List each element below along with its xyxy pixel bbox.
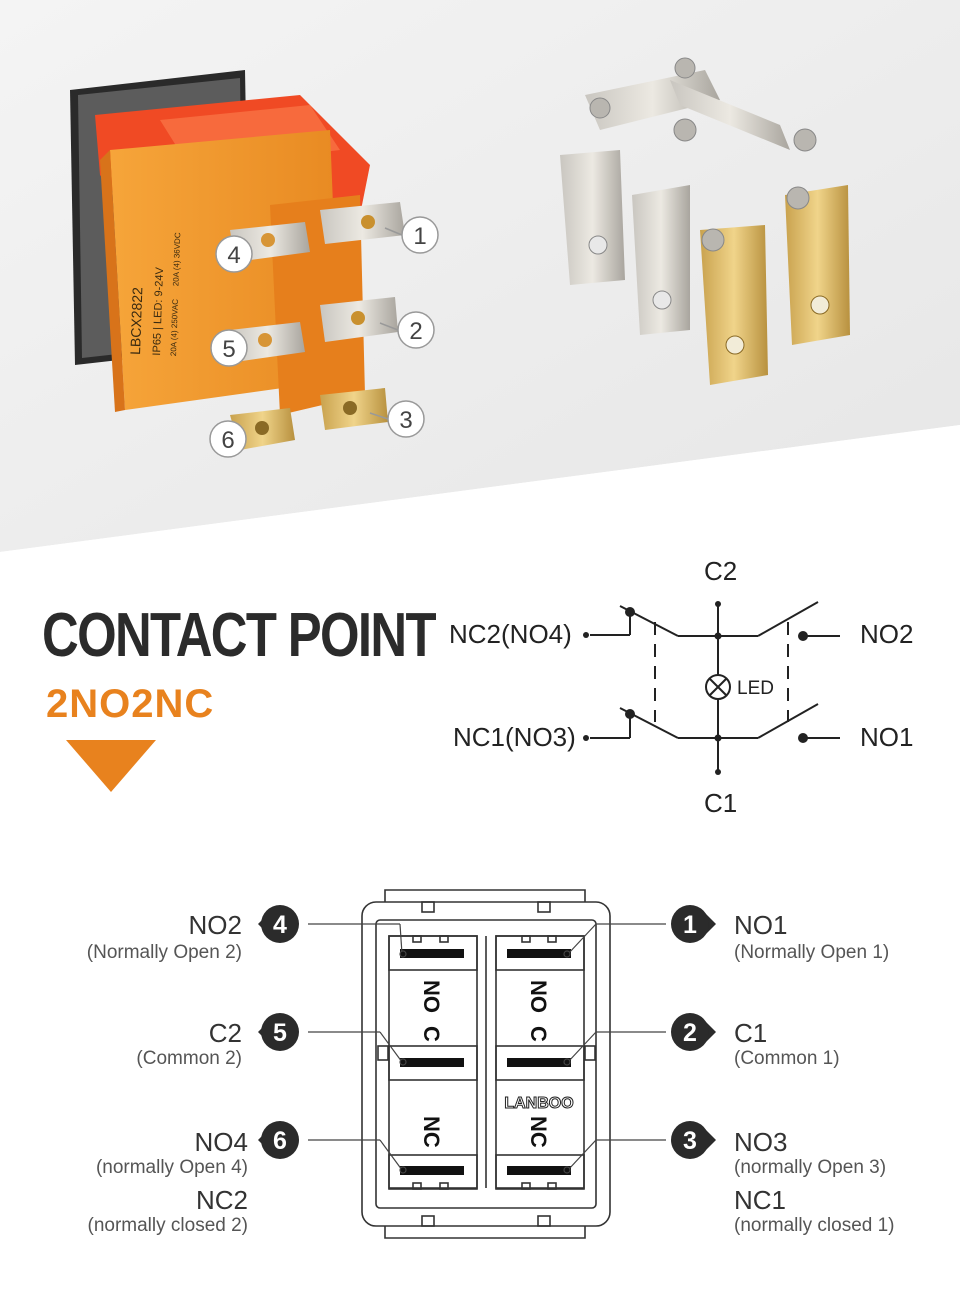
pin-5-name: C2 [208,1018,242,1048]
slot-label-no-left: NO [419,980,444,1013]
pin-6-alt-name: NC2 [195,1185,248,1215]
schematic-label-nc1-no3: NC1(NO3) [453,722,576,752]
svg-text:6: 6 [221,427,234,454]
pin-5-desc: (Common 2) [136,1048,242,1069]
section-title: CONTACT POINT [42,601,437,670]
contact-type-label: 2NO2NC [46,682,215,726]
pin-3-alt-desc: (normally closed 1) [734,1215,895,1236]
pin-2-name: C1 [734,1018,768,1048]
svg-text:2: 2 [409,318,422,345]
pin-2-desc: (Common 1) [734,1048,840,1069]
badge-5: 5 [273,1019,287,1047]
led-label: LED [737,678,774,699]
down-arrow-icon [66,740,156,792]
slot-label-c-right: C [526,1026,551,1042]
pin-3-alt-name: NC1 [734,1185,787,1215]
switch-rating-ac: 20A (4) 250VAC [169,299,180,357]
badge-1: 1 [683,911,697,939]
brand-logo: LANBOO [504,1095,573,1112]
svg-text:3: 3 [399,407,412,434]
photo-callout-4: 4 [215,235,253,273]
badge-4: 4 [273,911,287,939]
photo-callout-1: 1 [384,216,439,254]
schematic-label-c1: C1 [704,788,738,818]
badge-2: 2 [683,1019,697,1047]
pin-6-desc: (normally Open 4) [95,1157,248,1178]
schematic-label-c2: C2 [704,556,738,586]
slot-label-nc-left: NC [419,1116,444,1148]
pin-4-desc: (Normally Open 2) [86,942,242,963]
pin-4-name: NO2 [188,910,242,940]
photo-callout-3: 3 [369,400,425,438]
photo-callout-5: 5 [210,329,248,367]
slot-label-nc-right: NC [526,1116,551,1148]
photo-callout-2: 2 [379,311,435,349]
svg-text:5: 5 [222,336,235,363]
pin-6-name: NO4 [194,1127,248,1157]
pin-1-desc: (Normally Open 1) [734,942,890,963]
switch-led-text: IP65 | LED: 9-24V [151,266,166,355]
terminal-parts-illustration [560,57,850,385]
pin-3-name: NO3 [734,1127,788,1157]
product-photo-area: LBCX2822 IP65 | LED: 9-24V 20A (4) 250VA… [0,0,960,560]
photo-callout-6: 6 [209,420,247,458]
svg-text:4: 4 [227,242,240,269]
schematic-label-no2: NO2 [860,619,914,649]
badge-3: 3 [683,1127,697,1155]
pinout-diagram: NO NO C C NC NC LANBOO 4 5 6 1 2 3 [258,889,716,1239]
pin-6-alt-desc: (normally closed 2) [87,1215,249,1236]
schematic-label-no1: NO1 [860,722,914,752]
pin-1-name: NO1 [734,910,788,940]
badge-6: 6 [273,1127,287,1155]
svg-text:1: 1 [413,223,426,250]
slot-label-c-left: C [419,1026,444,1042]
schematic-diagram: LED [583,601,840,775]
switch-rating-dc: 20A (4) 36VDC [171,232,182,286]
switch-model-text: LBCX2822 [127,287,145,355]
pin-3-desc: (normally Open 3) [734,1157,887,1178]
slot-label-no-right: NO [526,980,551,1013]
schematic-label-nc2-no4: NC2(NO4) [449,619,572,649]
